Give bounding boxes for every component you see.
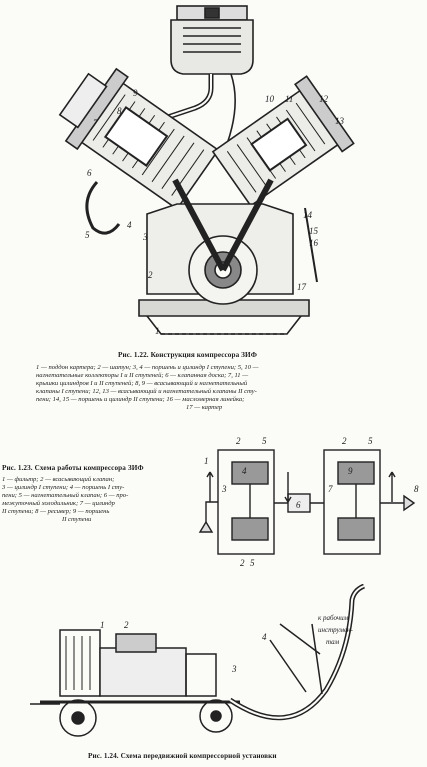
note-line: там [326, 638, 340, 646]
fig24-callouts: 1 2 3 4 [100, 620, 267, 674]
fig22-callouts: 1 2 3 4 5 6 7 8 9 10 11 12 13 14 15 16 1… [85, 88, 345, 336]
legend-line: 3 — цилиндр I ступени; 4 — поршень I сту… [2, 484, 125, 492]
label-4: 4 [262, 632, 267, 642]
legend-line: II ступени [62, 516, 92, 524]
legend-line: межуточный холодильник; 7 — цилиндр [2, 500, 115, 508]
label-8: 8 [414, 484, 419, 494]
label-1: 1 [155, 326, 160, 336]
fig22-legend: 1 — поддон картера; 2 — шатун; 3, 4 — по… [36, 364, 420, 413]
label-1: 1 [100, 620, 105, 630]
label-2c: 2 [240, 558, 245, 568]
fig23-caption: Рис. 1.23. Схема работы компрессора ЗИФ [2, 464, 144, 472]
label-16: 16 [309, 238, 319, 248]
legend-line: пени; 5 — нагнетательный клапан; 6 — про… [2, 492, 129, 500]
label-5c: 5 [250, 558, 255, 568]
label-1: 1 [204, 456, 209, 466]
fig22-caption: Рис. 1.22. Конструкция компрессора ЗИФ [118, 351, 258, 359]
label-7: 7 [328, 484, 333, 494]
fig23-callouts: 1 2 3 4 5 6 7 8 9 2 5 2 5 [204, 436, 419, 568]
compressor-scheme-drawing: 1 2 3 4 5 6 7 8 9 2 5 2 5 [198, 436, 419, 568]
legend-line: 1 — поддон картера; 2 — шатун; 3, 4 — по… [36, 364, 259, 371]
legend-line: нагнетательные коллекторы I и II ступене… [36, 372, 249, 380]
fig24-caption: Рис. 1.24. Схема передвижной компрессорн… [88, 752, 277, 760]
fig23-legend: 1 — фильтр; 2 — всасывающий клапан; 3 — … [2, 476, 192, 525]
label-11: 11 [285, 94, 293, 104]
label-9: 9 [348, 466, 353, 476]
label-5: 5 [262, 436, 267, 446]
label-5: 5 [85, 230, 90, 240]
label-4: 4 [127, 220, 132, 230]
legend-line: клапаны I ступени; 12, 13 — всасывающий … [36, 388, 257, 396]
label-4: 4 [242, 466, 247, 476]
label-2: 2 [148, 270, 153, 280]
label-3: 3 [142, 232, 148, 242]
legend-line: крышки цилиндров I и II ступеней; 8, 9 —… [36, 380, 248, 388]
label-3: 3 [221, 484, 227, 494]
mobile-compressor-drawing: 1 2 3 4 к рабочим инструмен- там [30, 584, 366, 737]
label-9: 9 [133, 88, 138, 98]
label-13: 13 [335, 116, 345, 126]
label-3: 3 [231, 664, 237, 674]
label-6: 6 [87, 168, 92, 178]
tools-note: к рабочим инструмен- там [318, 614, 354, 646]
label-7: 7 [93, 118, 98, 128]
label-2: 2 [124, 620, 129, 630]
note-line: инструмен- [318, 626, 354, 634]
note-line: к рабочим [318, 614, 349, 622]
legend-line: II ступени; 8 — ресивер; 9 — поршень [2, 508, 110, 516]
label-12: 12 [319, 94, 329, 104]
label-2: 2 [236, 436, 241, 446]
label-6: 6 [296, 500, 301, 510]
compressor-section-drawing: 1 2 3 4 5 6 7 8 9 10 11 12 13 14 15 16 1… [58, 5, 355, 336]
legend-line: пени; 14, 15 — поршень и цилиндр II ступ… [36, 396, 245, 404]
label-14: 14 [303, 210, 313, 220]
label-8: 8 [117, 106, 122, 116]
label-15: 15 [309, 226, 319, 236]
label-10: 10 [265, 94, 275, 104]
label-17: 17 [297, 282, 307, 292]
legend-line: 1 — фильтр; 2 — всасывающий клапан; [2, 476, 115, 483]
label-5b: 5 [368, 436, 373, 446]
legend-line: 17 — картер [186, 404, 223, 412]
label-2b: 2 [342, 436, 347, 446]
